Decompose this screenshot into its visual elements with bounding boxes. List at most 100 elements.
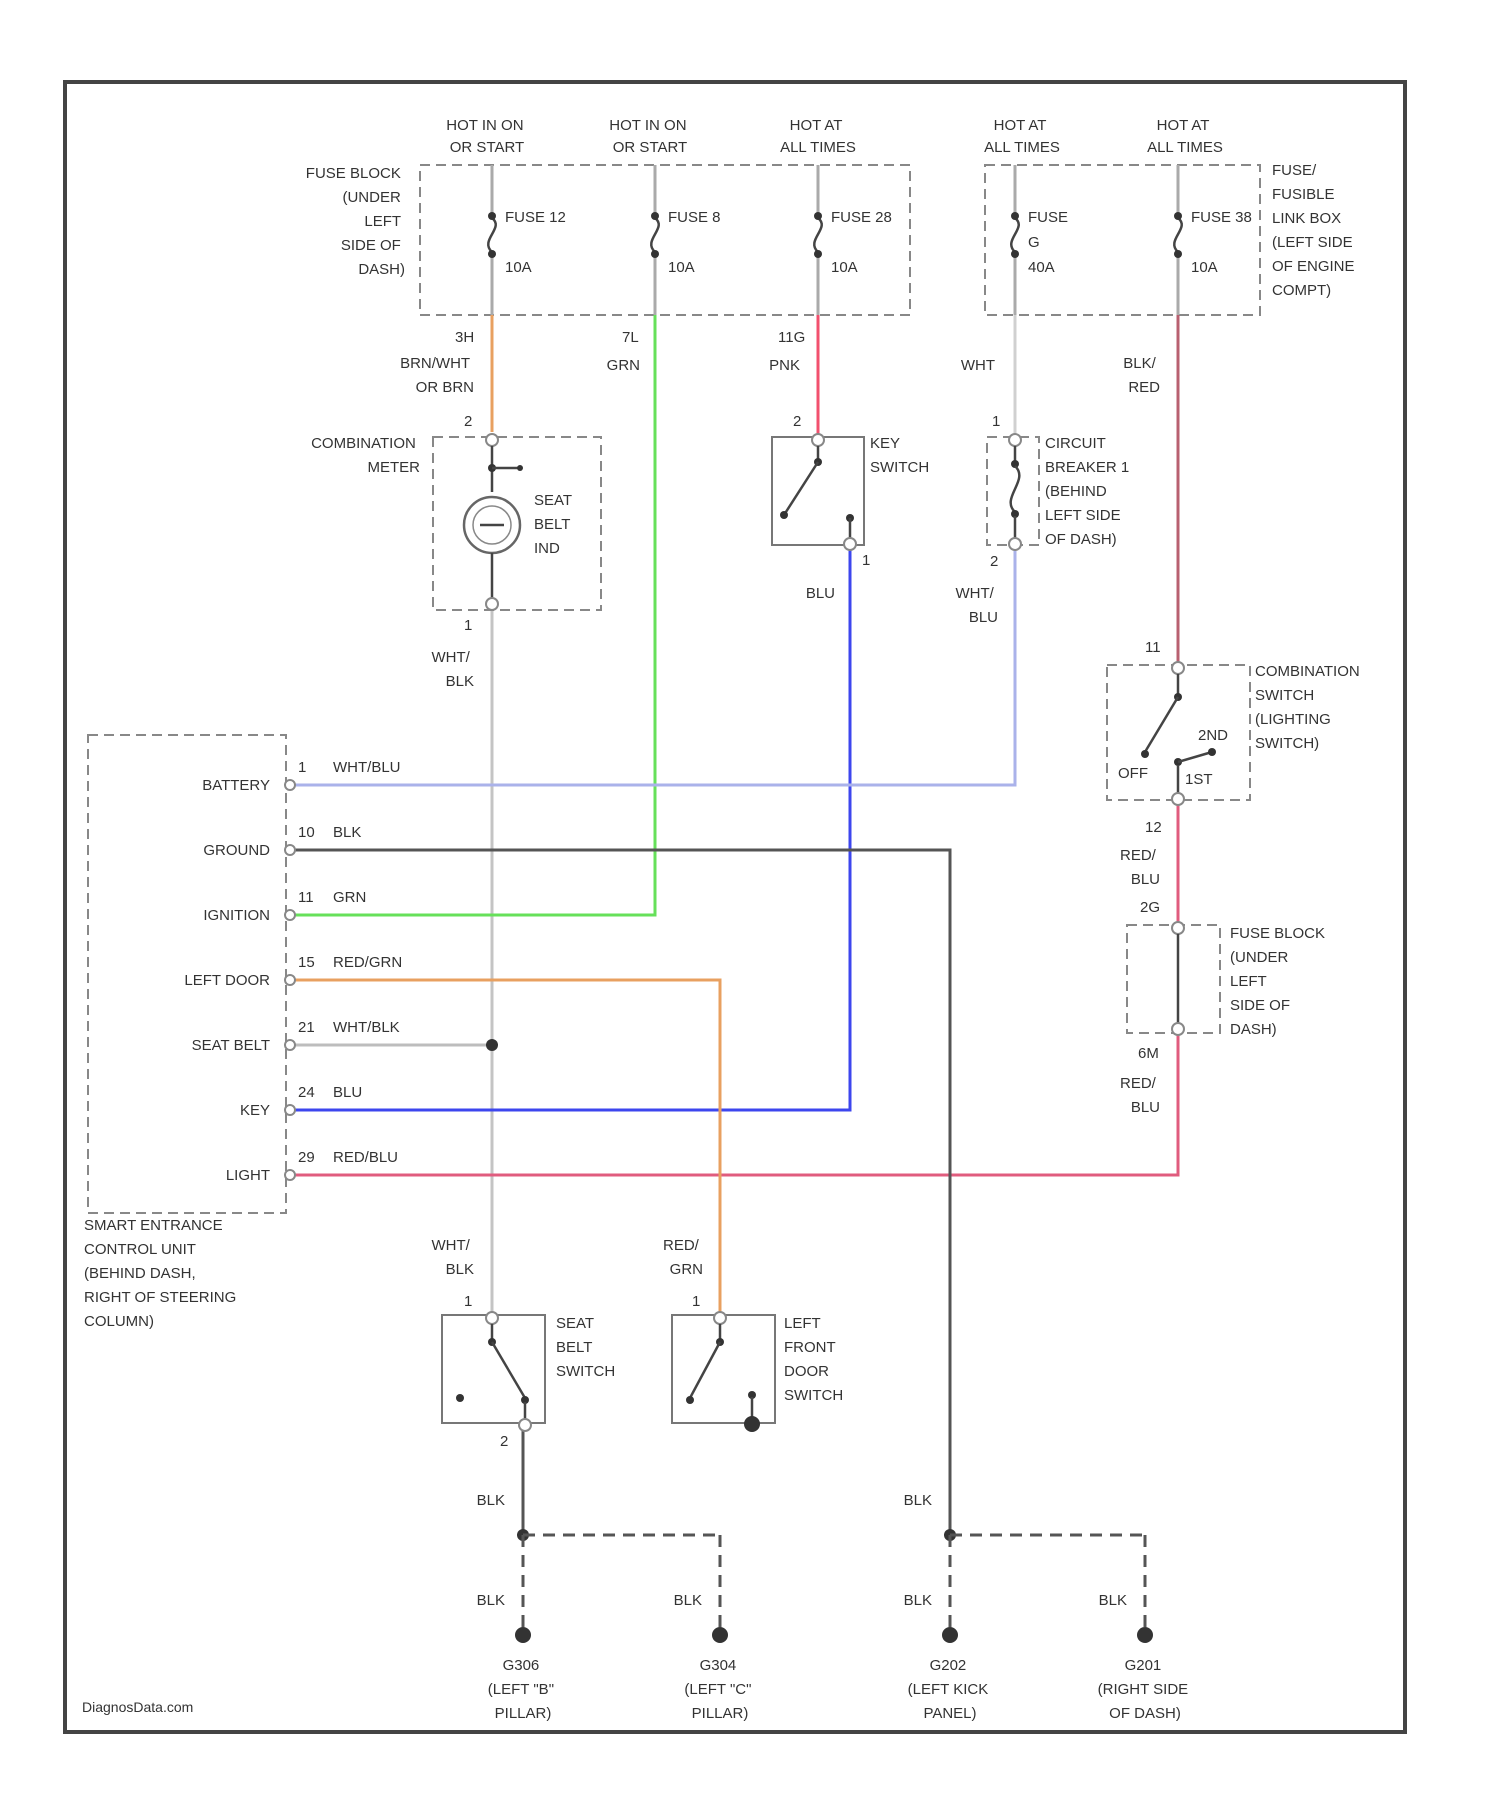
- svg-text:KEY: KEY: [240, 1102, 270, 1119]
- pin-meter-in: 2: [464, 413, 472, 430]
- svg-text:40A: 40A: [1028, 259, 1055, 276]
- svg-text:15: 15: [298, 954, 315, 971]
- pin-fuse28-out: 11G: [778, 329, 805, 346]
- door-switch-contacts: [686, 1312, 760, 1432]
- wire-label-blk-5: BLK: [904, 1592, 932, 1609]
- svg-text:10A: 10A: [668, 259, 695, 276]
- pin-sb-out: 2: [500, 1433, 508, 1450]
- pin-comb-in: 11: [1145, 639, 1161, 656]
- fuse-link-box: [985, 165, 1260, 315]
- svg-text:21: 21: [298, 1019, 315, 1036]
- seat-belt-indicator: [464, 434, 523, 610]
- wire-label-pnk: PNK: [769, 357, 800, 374]
- control-unit-pin-list: BATTERY 1 WHT/BLU GROUND 10 BLK IGNITION…: [184, 759, 402, 1184]
- combination-meter-box: [433, 437, 601, 610]
- fuse-28: FUSE 28 10A: [814, 165, 892, 315]
- wire-red-blu-2: [292, 1030, 1178, 1175]
- ground-g-left-c-label: G304 (LEFT "C" PILLAR): [684, 1657, 755, 1722]
- cu-pin-key: KEY 24 BLU: [240, 1084, 362, 1119]
- wire-label-blk-1: BLK: [477, 1492, 505, 1509]
- pin-comb-out: 12: [1145, 819, 1162, 836]
- svg-text:GRN: GRN: [333, 889, 366, 906]
- fuse-g: FUSE G 40A: [1011, 165, 1068, 315]
- wire-label-blk-6: BLK: [1099, 1592, 1127, 1609]
- wire-label-brn: BRN/WHT OR BRN: [400, 355, 474, 396]
- svg-text:FUSE 38: FUSE 38: [1191, 209, 1252, 226]
- pin-cb-in: 1: [992, 413, 1000, 430]
- pin-sb-in: 1: [464, 1293, 472, 1310]
- fuse-38: FUSE 38 10A: [1174, 165, 1252, 315]
- svg-text:BLU: BLU: [333, 1084, 362, 1101]
- svg-text:10A: 10A: [1191, 259, 1218, 276]
- cu-pin-battery: BATTERY 1 WHT/BLU: [202, 759, 400, 794]
- pin-fb2-in: 2G: [1140, 899, 1160, 916]
- fuse-block-2-box: [1127, 925, 1220, 1033]
- pin-key-in: 2: [793, 413, 801, 430]
- smart-entrance-unit-label: SMART ENTRANCE CONTROL UNIT (BEHIND DASH…: [84, 1217, 240, 1330]
- fuse-12: FUSE 12 10A: [488, 165, 566, 315]
- wire-label-red-blu-1: RED/ BLU: [1120, 847, 1160, 888]
- svg-text:BATTERY: BATTERY: [202, 777, 270, 794]
- wire-label-wht-blk-1: WHT/ BLK: [432, 649, 475, 690]
- pin-cb-out: 2: [990, 553, 998, 570]
- pin-fb2-out: 6M: [1138, 1045, 1159, 1062]
- svg-text:FUSE: FUSE: [1028, 209, 1068, 226]
- hot-label-2: HOT IN ON OR START: [609, 117, 690, 156]
- hot-label-1: HOT IN ON OR START: [446, 117, 527, 156]
- svg-text:11: 11: [298, 889, 314, 906]
- splice-seat-belt: [486, 1039, 498, 1051]
- fuse-link-box-label: FUSE/ FUSIBLE LINK BOX (LEFT SIDE OF ENG…: [1272, 162, 1359, 299]
- cu-pin-ignition: IGNITION 11 GRN: [203, 889, 366, 924]
- svg-text:BLK: BLK: [333, 824, 361, 841]
- seat-belt-switch-label: SEAT BELT SWITCH: [556, 1315, 615, 1380]
- switch-off-label: OFF: [1118, 765, 1148, 782]
- svg-text:24: 24: [298, 1084, 315, 1101]
- hot-label-5: HOT AT ALL TIMES: [1147, 117, 1223, 156]
- svg-text:LEFT DOOR: LEFT DOOR: [184, 972, 270, 989]
- svg-text:GROUND: GROUND: [203, 842, 270, 859]
- ground-g-kick-label: G202 (LEFT KICK PANEL): [908, 1657, 993, 1722]
- pin-fuse12-out: 3H: [455, 329, 474, 346]
- wire-label-wht-blk-2: WHT/ BLK: [432, 1237, 475, 1278]
- svg-text:10A: 10A: [505, 259, 532, 276]
- svg-text:G: G: [1028, 234, 1040, 251]
- wire-label-blk-4: BLK: [674, 1592, 702, 1609]
- svg-text:IGNITION: IGNITION: [203, 907, 270, 924]
- wire-label-blk-2: BLK: [904, 1492, 932, 1509]
- wire-label-blk-red: BLK/ RED: [1123, 355, 1160, 396]
- svg-text:SEAT BELT: SEAT BELT: [192, 1037, 270, 1054]
- wire-label-red-grn: RED/ GRN: [663, 1237, 703, 1278]
- combination-meter-label: COMBINATION METER: [311, 435, 420, 476]
- circuit-breaker-element: [1009, 434, 1021, 550]
- cu-pin-left-door: LEFT DOOR 15 RED/GRN: [184, 954, 402, 989]
- hot-label-4: HOT AT ALL TIMES: [984, 117, 1060, 156]
- svg-text:LIGHT: LIGHT: [226, 1167, 270, 1184]
- wire-label-blu: BLU: [806, 585, 835, 602]
- svg-text:FUSE 28: FUSE 28: [831, 209, 892, 226]
- svg-text:29: 29: [298, 1149, 315, 1166]
- fuse-block-1-label: FUSE BLOCK (UNDER LEFT SIDE OF DASH): [306, 165, 405, 278]
- door-switch-label: LEFT FRONT DOOR SWITCH: [784, 1315, 843, 1404]
- cu-pin-ground: GROUND 10 BLK: [203, 824, 361, 859]
- seat-belt-switch-box: [442, 1315, 545, 1423]
- hot-label-3: HOT AT ALL TIMES: [780, 117, 856, 156]
- ground-g-right-label: G201 (RIGHT SIDE OF DASH): [1098, 1657, 1193, 1722]
- ground-network-right: [942, 1529, 1153, 1643]
- wire-label-red-blu-2: RED/ BLU: [1120, 1075, 1160, 1116]
- seat-belt-ind-label: SEAT BELT IND: [534, 492, 576, 557]
- combination-switch-label: COMBINATION SWITCH (LIGHTING SWITCH): [1255, 663, 1364, 752]
- wire-label-blk-3: BLK: [477, 1592, 505, 1609]
- watermark: DiagnosData.com: [82, 1699, 193, 1715]
- svg-text:RED/GRN: RED/GRN: [333, 954, 402, 971]
- cu-pin-seat-belt: SEAT BELT 21 WHT/BLK: [192, 1019, 400, 1054]
- ground-network-left: [515, 1529, 728, 1643]
- key-switch-contacts: [780, 434, 856, 550]
- cu-pin-light: LIGHT 29 RED/BLU: [226, 1149, 398, 1184]
- wire-label-grn: GRN: [607, 357, 640, 374]
- pin-meter-out: 1: [464, 617, 472, 634]
- svg-text:WHT/BLK: WHT/BLK: [333, 1019, 400, 1036]
- svg-text:FUSE 12: FUSE 12: [505, 209, 566, 226]
- door-switch-box: [672, 1315, 775, 1423]
- switch-2nd-label: 2ND: [1198, 727, 1228, 744]
